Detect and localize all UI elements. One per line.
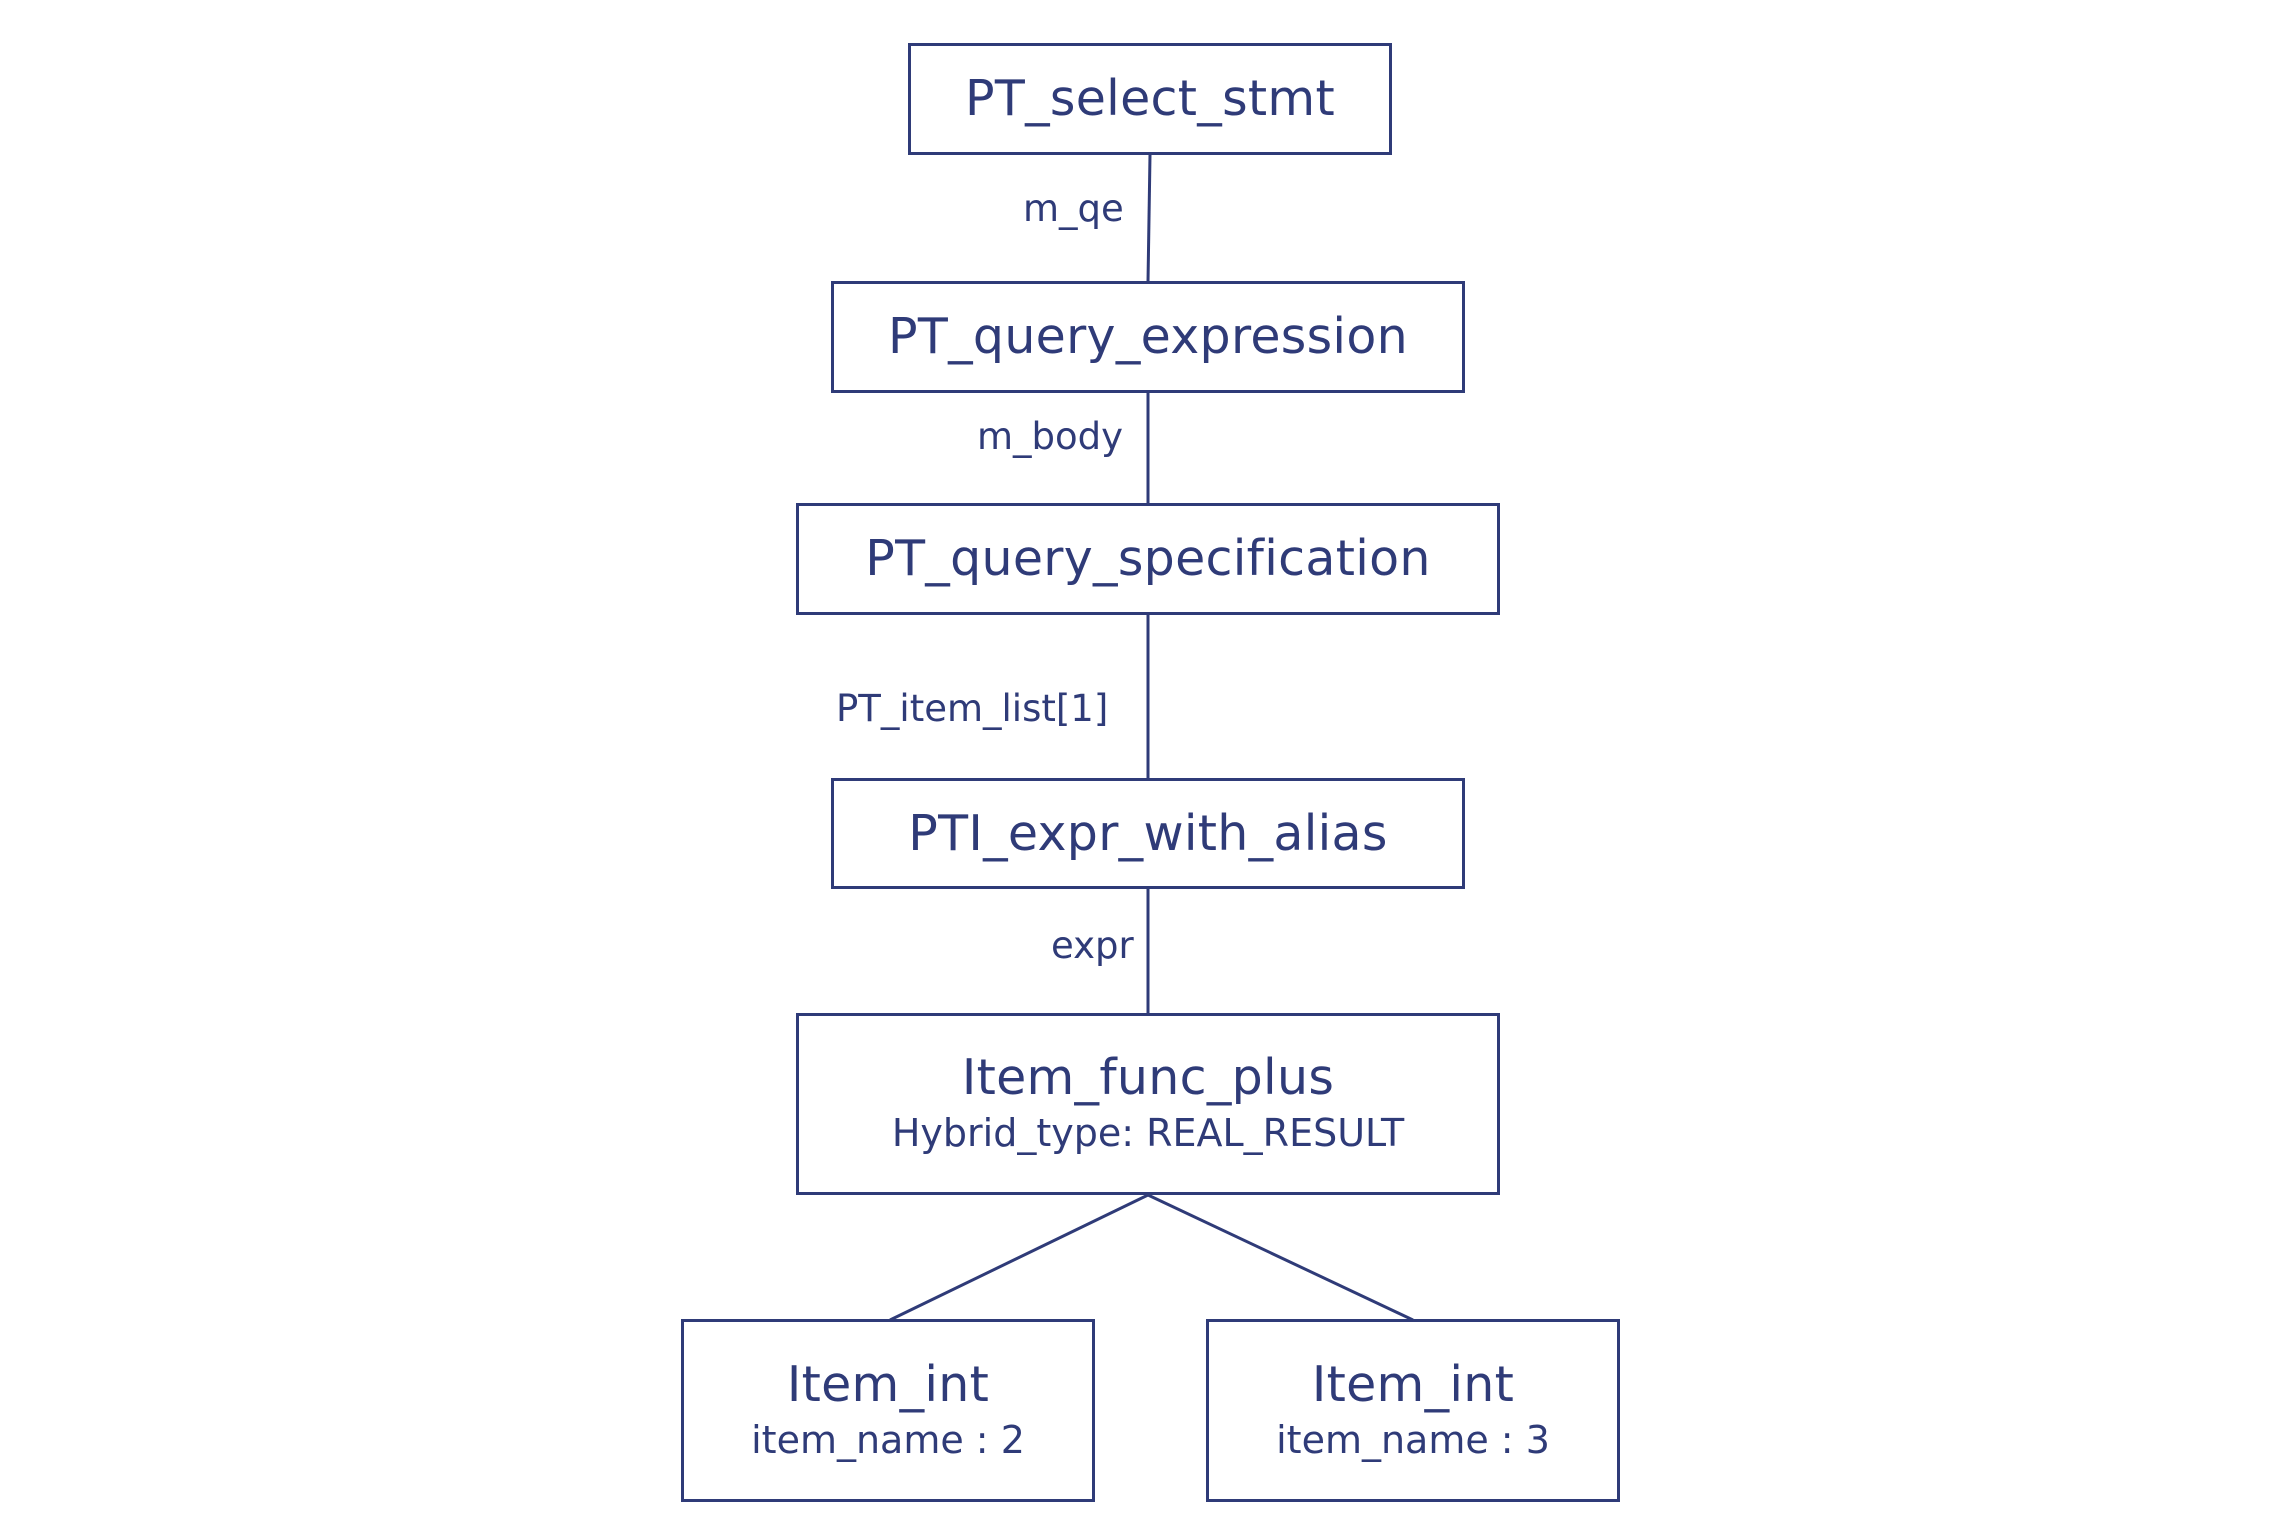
edge-line-left-child [889, 1193, 1149, 1322]
node-title: Item_int [786, 1355, 990, 1413]
node-title: Item_int [1311, 1355, 1515, 1413]
node-title: PT_query_specification [865, 530, 1431, 588]
node-item-int-left: Item_int item_name : 2 [681, 1319, 1095, 1502]
edge-line-m-qe [1146, 154, 1152, 283]
edge-label-item-list: PT_item_list[1] [836, 687, 1109, 730]
node-pt-query-specification: PT_query_specification [796, 503, 1500, 615]
node-title: PTI_expr_with_alias [908, 804, 1388, 862]
node-subtitle: Hybrid_type: REAL_RESULT [891, 1111, 1405, 1156]
node-item-int-right: Item_int item_name : 3 [1206, 1319, 1620, 1502]
node-subtitle: item_name : 2 [751, 1417, 1025, 1462]
edge-label-m-qe: m_qe [1023, 187, 1124, 230]
node-pt-select-stmt: PT_select_stmt [908, 43, 1392, 155]
node-title: Item_func_plus [961, 1049, 1335, 1107]
edge-label-m-body: m_body [977, 415, 1124, 458]
edge-label-expr: expr [1051, 924, 1134, 967]
node-title: PT_query_expression [888, 308, 1408, 366]
edge-line-right-child [1147, 1193, 1414, 1322]
node-pti-expr-with-alias: PTI_expr_with_alias [831, 778, 1465, 889]
node-item-func-plus: Item_func_plus Hybrid_type: REAL_RESULT [796, 1013, 1500, 1195]
node-pt-query-expression: PT_query_expression [831, 281, 1465, 393]
node-title: PT_select_stmt [965, 70, 1335, 128]
node-subtitle: item_name : 3 [1276, 1417, 1550, 1462]
